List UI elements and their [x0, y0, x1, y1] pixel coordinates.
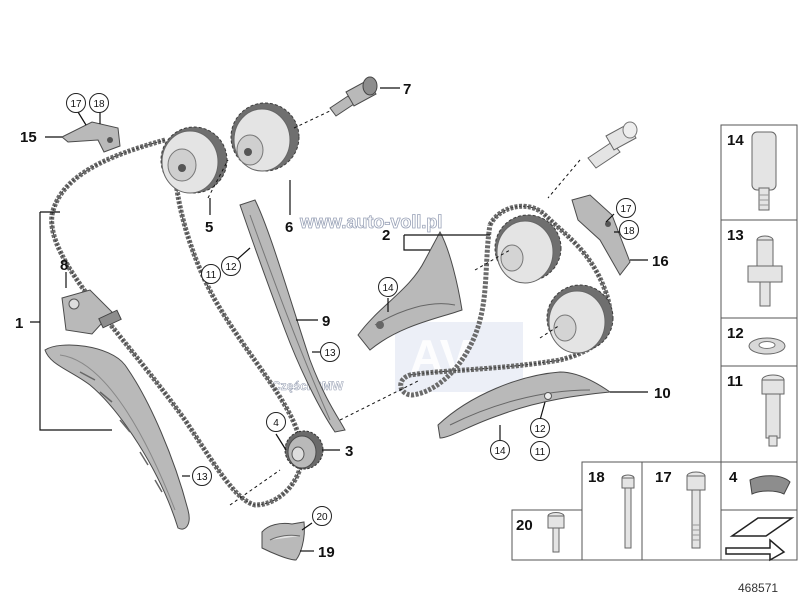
- callout-12-lower: 12: [530, 418, 550, 438]
- timing-chain-right: [398, 203, 613, 398]
- svg-text:18: 18: [623, 226, 635, 237]
- watermark: AV www.auto-voll.pl Części BMW: [272, 212, 523, 393]
- camshaft-adjuster-right-lower: [546, 284, 614, 354]
- guide-rail-14-lower: [437, 371, 612, 439]
- guide-19: [261, 521, 305, 561]
- legend-label-13: 13: [727, 227, 744, 244]
- watermark-caption: Części BMW: [272, 379, 344, 393]
- svg-text:11: 11: [206, 270, 217, 281]
- callout-17-left: 17: [66, 93, 86, 113]
- bolt-17-icon: [686, 471, 706, 549]
- camshaft-adjuster-right-upper: [494, 214, 562, 284]
- bracket-16: [571, 194, 631, 276]
- guide-rail-14-upper: [357, 230, 463, 351]
- camshaft-adjuster-5: [160, 126, 228, 194]
- key-4-icon: [749, 475, 791, 495]
- svg-text:17: 17: [70, 99, 82, 110]
- callout-1: 1: [15, 315, 23, 332]
- legend-label-14: 14: [727, 132, 744, 149]
- bolt-18-icon: [621, 474, 635, 549]
- chain-tensioner-8: [61, 289, 122, 335]
- callout-5: 5: [205, 219, 213, 236]
- bolt-14-icon: [751, 131, 777, 211]
- callout-10: 10: [654, 385, 671, 402]
- callout-13-left: 13: [192, 466, 212, 486]
- callout-8: 8: [60, 257, 68, 274]
- callout-11-lower: 11: [530, 441, 550, 461]
- callout-labels: 1 2 3 5 6 7 8 9 10 15 16 19: [15, 81, 671, 561]
- svg-text:13: 13: [324, 348, 336, 359]
- callout-19: 19: [318, 544, 335, 561]
- leader-lines: [30, 87, 648, 552]
- callout-2: 2: [382, 227, 390, 244]
- callout-9: 9: [322, 313, 330, 330]
- bracket-15: [61, 121, 121, 153]
- legend-label-4: 4: [729, 469, 738, 486]
- callout-4: 4: [266, 412, 286, 432]
- callout-16: 16: [652, 253, 669, 270]
- central-bolt-7: [329, 76, 378, 117]
- callout-14-lower: 14: [490, 440, 510, 460]
- callout-20: 20: [312, 506, 332, 526]
- callout-12-left: 12: [221, 256, 241, 276]
- callout-15: 15: [20, 129, 37, 146]
- callout-7: 7: [403, 81, 411, 98]
- legend-cell-11: [720, 365, 798, 463]
- legend-column: 14 13 12 11 18: [511, 124, 798, 562]
- svg-text:4: 4: [273, 418, 279, 429]
- svg-text:11: 11: [535, 447, 546, 458]
- callout-17-right: 17: [616, 198, 636, 218]
- legend-label-11: 11: [727, 373, 743, 390]
- camshaft-adjuster-6: [230, 102, 300, 172]
- legend-label-17: 17: [655, 469, 672, 486]
- bolt-13-icon: [747, 235, 783, 307]
- svg-text:12: 12: [225, 262, 237, 273]
- callout-13-mid: 13: [320, 342, 340, 362]
- central-bolt-right: [587, 121, 638, 169]
- washer-12-icon: [748, 337, 786, 355]
- tensioner-rail-13-left: [44, 344, 190, 530]
- crankshaft-sprocket-3: [284, 430, 324, 470]
- legend-label-20: 20: [516, 517, 533, 534]
- legend-cell-17: [641, 461, 722, 561]
- bolt-11-icon: [761, 374, 785, 447]
- guide-rail-9: [239, 199, 346, 433]
- callout-6: 6: [285, 219, 293, 236]
- bolt-20-icon: [547, 512, 565, 553]
- callout-14-upper: 14: [378, 277, 398, 297]
- callout-18-left: 18: [89, 93, 109, 113]
- svg-text:14: 14: [382, 283, 394, 294]
- svg-text:18: 18: [93, 99, 105, 110]
- legend-cell-20: [511, 509, 583, 561]
- svg-text:17: 17: [620, 204, 632, 215]
- callout-11-left: 11: [201, 264, 221, 284]
- circled-callouts: 17 18 17 18 11 12 13 14 14 12 11 13 4 20: [66, 93, 639, 526]
- svg-text:13: 13: [196, 472, 208, 483]
- legend-label-12: 12: [727, 325, 744, 342]
- svg-text:12: 12: [534, 424, 546, 435]
- callout-18-right: 18: [619, 220, 639, 240]
- legend-label-18: 18: [588, 469, 605, 486]
- arrow-icon: [725, 517, 795, 562]
- watermark-url: www.auto-voll.pl: [299, 212, 442, 232]
- svg-text:20: 20: [316, 512, 328, 523]
- diagram-id: 468571: [738, 581, 778, 595]
- svg-text:14: 14: [494, 446, 506, 457]
- callout-3: 3: [345, 443, 353, 460]
